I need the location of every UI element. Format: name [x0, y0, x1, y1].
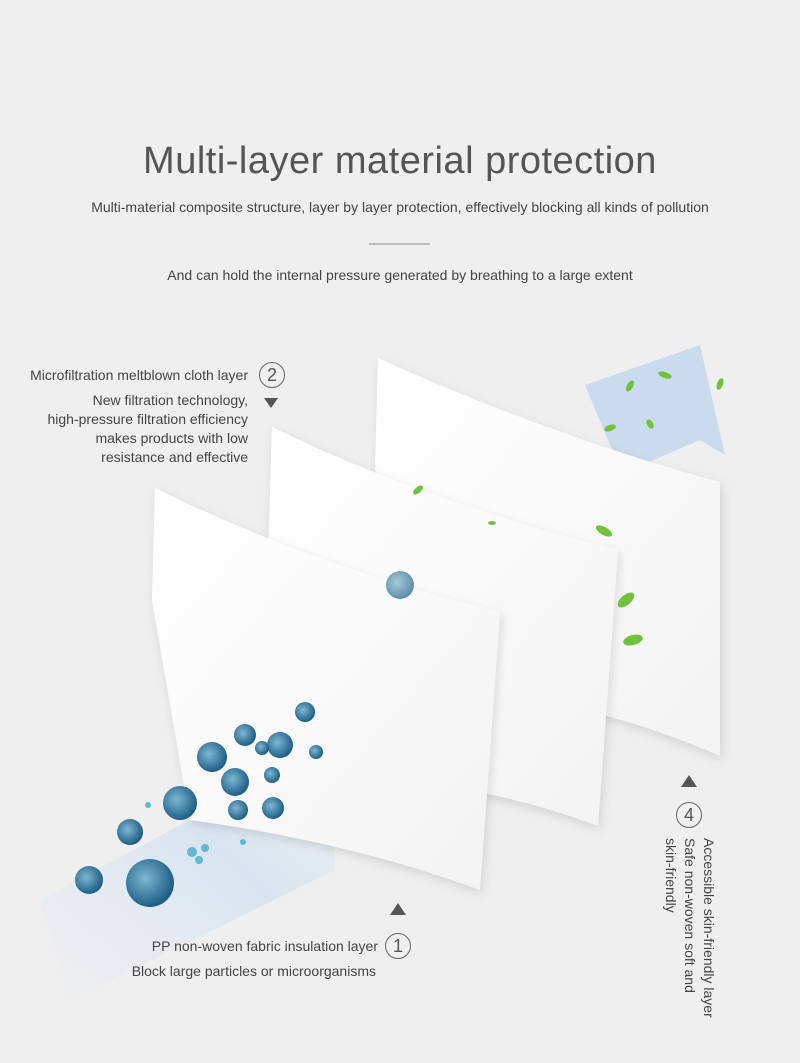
layer1-title: PP non-woven fabric insulation layer — [151, 938, 378, 954]
page-subtitle: Multi-material composite structure, laye… — [91, 199, 709, 215]
arrow-up-icon — [390, 903, 406, 915]
small-particles — [145, 802, 246, 864]
layer2-title: Microfiltration meltblown cloth layer — [30, 367, 248, 383]
layer1-description: Block large particles or microorganisms — [131, 963, 376, 979]
leaves — [413, 371, 724, 646]
page-tagline: And can hold the internal pressure gener… — [167, 267, 633, 283]
divider — [369, 243, 430, 245]
clean-air-arrow — [585, 345, 725, 470]
page-title: Multi-layer material protection — [143, 140, 657, 182]
layer2-number: 2 — [259, 362, 285, 388]
layer4-line: Accessible skin-friendly layer — [701, 838, 717, 1018]
layer4-line: skin-friendly — [663, 838, 679, 913]
layer2-desc-line: makes products with low — [95, 430, 248, 446]
layer1-number: 1 — [385, 933, 411, 959]
layer2-desc-line: resistance and effective — [101, 449, 248, 465]
arrow-up-icon — [681, 775, 697, 787]
layer2-desc-line: high-pressure filtration efficiency — [47, 411, 248, 427]
layer2-description: New filtration technology, high-pressure… — [20, 391, 248, 467]
layer2-desc-line: New filtration technology, — [92, 392, 248, 408]
layer4-description: Accessible skin-friendly layer Safe non-… — [658, 838, 718, 1028]
layer4-number: 4 — [676, 802, 702, 828]
layer4-line: Safe non-woven soft and — [682, 838, 698, 993]
particles — [75, 571, 414, 907]
arrow-down-icon — [264, 398, 278, 408]
